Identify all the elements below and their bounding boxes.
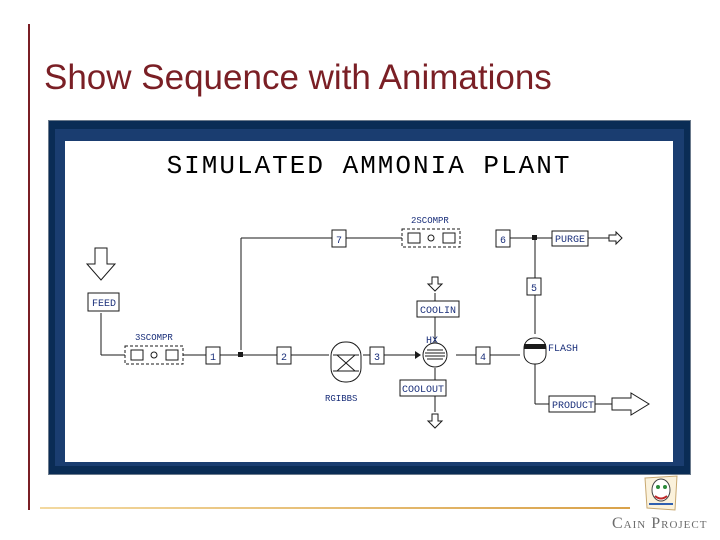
compressor-2-stage-b: [442, 232, 456, 244]
coolin-label: COOLIN: [420, 306, 456, 317]
stream-3-box: [369, 346, 385, 365]
exchanger-icon: [422, 342, 448, 368]
stream-2-label: 2: [281, 353, 287, 364]
product-box: [548, 395, 596, 413]
feed-label-box: [87, 292, 120, 312]
compressor-3-stage-b: [165, 349, 179, 361]
compressor-3-icon: [124, 345, 184, 365]
stream-6-label: 6: [500, 236, 506, 247]
compressor-2-stage-a: [407, 232, 421, 244]
stream-5-label: 5: [531, 284, 537, 295]
stream-1-box: [205, 346, 221, 365]
stream-3-label: 3: [374, 353, 380, 364]
coolin-arrow-icon: [426, 276, 444, 292]
cain-project-logo-icon: [644, 475, 678, 511]
compressor-2-label: 2SCOMPR: [411, 216, 449, 226]
reactor-icon: [330, 341, 362, 383]
mixer-node: [238, 352, 243, 357]
product-label: PRODUCT: [552, 401, 594, 412]
brand-name: Cain Project: [612, 515, 708, 532]
slide-title: Show Sequence with Animations: [44, 58, 552, 97]
diagram-title: SIMULATED AMMONIA PLANT: [167, 151, 572, 181]
bottom-accent-rule: [40, 507, 630, 509]
purge-box: [551, 230, 589, 247]
stream-1-label: 1: [210, 353, 216, 364]
product-arrow-icon: [611, 392, 650, 416]
stream-7-box: [331, 229, 347, 248]
flash-demister: [524, 344, 546, 349]
stream-2-box: [276, 346, 292, 365]
compressor-2-icon: [401, 228, 461, 248]
stream-4-box: [475, 346, 491, 365]
feed-source-icon: [85, 247, 117, 281]
reactor-cross-b: [336, 354, 356, 372]
compressor-3-shaft: [150, 351, 158, 359]
purge-arrow-icon: [608, 230, 623, 246]
exchanger-label: HX: [426, 336, 438, 347]
left-accent-rule: [28, 24, 30, 510]
flowsheet-canvas: FEED 3SCOMPR 1 2 RGIBBS 3 HX 4 COOLIN CO…: [65, 141, 673, 462]
coolout-arrow-icon: [426, 413, 444, 429]
compressor-3-label: 3SCOMPR: [135, 333, 173, 343]
exchanger-inlet-arrow: [415, 351, 421, 359]
compressor-2-shaft: [427, 234, 435, 242]
stream-5-box: [526, 277, 542, 296]
purge-label: PURGE: [555, 235, 585, 246]
stream-7-label: 7: [336, 236, 342, 247]
stream-4-label: 4: [480, 353, 486, 364]
coolout-box: [399, 379, 447, 397]
flash-drum-icon: [523, 337, 547, 365]
coolout-label: COOLOUT: [402, 385, 444, 396]
flash-label: FLASH: [548, 344, 578, 355]
splitter-node: [532, 235, 537, 240]
stream-6-box: [495, 229, 511, 248]
coolin-box: [416, 300, 460, 318]
compressor-3-stage-a: [130, 349, 144, 361]
feed-label: FEED: [92, 299, 116, 310]
flowsheet-diagram: FEED 3SCOMPR 1 2 RGIBBS 3 HX 4 COOLIN CO…: [85, 151, 650, 429]
reactor-label: RGIBBS: [325, 394, 357, 404]
